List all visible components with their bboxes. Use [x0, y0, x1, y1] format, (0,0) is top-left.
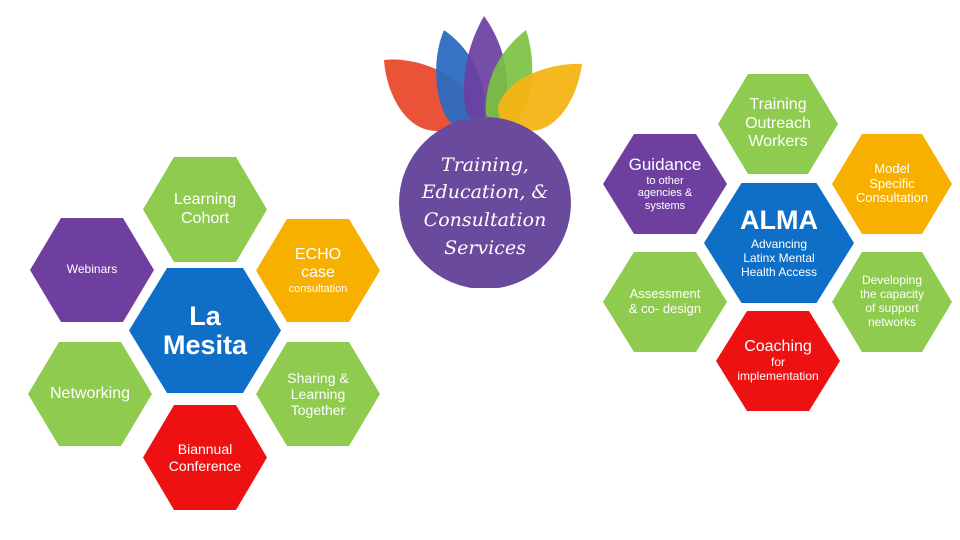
lotus-logo [384, 16, 582, 288]
biannual-line-2: Conference [168, 457, 242, 474]
hex-learning-cohort: Learning Cohort [143, 157, 267, 262]
developing-line-3: of support [865, 301, 919, 315]
hex-guidance: Guidance to other agencies & systems [603, 134, 727, 234]
networking-label: Networking [49, 384, 131, 402]
coaching-line-1: Coaching [744, 338, 812, 355]
yellow-petal [498, 63, 582, 132]
sharing-line-1: Sharing & [287, 369, 349, 386]
developing-line-1: Developing [861, 273, 923, 288]
webinars-label: Webinars [66, 262, 118, 277]
hex-training-outreach: Training Outreach Workers [718, 74, 838, 174]
hex-developing: Developing the capacity of support netwo… [832, 252, 952, 352]
alma-title: ALMA [740, 205, 818, 236]
guidance-line-3: agencies & [637, 187, 693, 200]
alma-sub-line-1: Advancing [750, 237, 808, 252]
alma-sub-line-2: Latinx Mental [743, 251, 815, 266]
guidance-line-4: systems [644, 200, 686, 213]
model-line-1: Model [874, 160, 910, 176]
center-line-3: Consultation [423, 209, 547, 231]
hex-assessment: Assessment & co- design [603, 252, 727, 352]
hex-sharing: Sharing & Learning Together [256, 342, 380, 446]
hex-coaching: Coaching for implementation [716, 311, 840, 411]
model-line-2: Specific [869, 175, 915, 191]
sharing-line-2: Learning [290, 385, 346, 402]
coaching-line-3: implementation [737, 369, 819, 384]
training-line-1: Training [749, 96, 807, 114]
learning-cohort-line-2: Cohort [180, 209, 230, 227]
guidance-line-2: to other [646, 174, 684, 187]
echo-line-3: consultation [288, 282, 348, 295]
assessment-line-1: Assessment [629, 286, 701, 302]
center-line-4: Services [444, 236, 526, 259]
hex-la-mesita: La Mesita [129, 268, 281, 393]
center-title: Training, Education, & Consultation Serv… [398, 122, 572, 292]
learning-cohort-line-1: Learning [173, 191, 237, 209]
hex-biannual: Biannual Conference [143, 405, 267, 510]
la-mesita-title-line-1: La [189, 301, 221, 332]
center-line-2: Education, & [421, 181, 549, 204]
hex-alma: ALMA Advancing Latinx Mental Health Acce… [704, 183, 854, 303]
coaching-line-2: for [770, 355, 785, 370]
hex-networking: Networking [28, 342, 152, 446]
developing-line-2: the capacity [859, 287, 925, 302]
center-circle [399, 117, 571, 288]
echo-line-1: ECHO [294, 245, 342, 263]
hex-echo: ECHO case consultation [256, 219, 380, 322]
assessment-line-2: & co- design [628, 301, 702, 316]
guidance-line-1: Guidance [628, 155, 702, 175]
hex-model-specific: Model Specific Consultation [832, 134, 952, 234]
biannual-line-1: Biannual [177, 441, 233, 458]
developing-line-4: networks [867, 314, 917, 329]
training-line-3: Workers [748, 133, 808, 151]
center-line-1: Training, [441, 153, 529, 176]
sharing-line-3: Together [290, 402, 346, 419]
hex-webinars: Webinars [30, 218, 154, 322]
echo-line-2: case [301, 264, 335, 282]
alma-sub-line-3: Health Access [740, 265, 818, 280]
training-line-2: Outreach [745, 114, 811, 132]
la-mesita-title-line-2: Mesita [162, 329, 248, 360]
model-line-3: Consultation [855, 190, 929, 206]
